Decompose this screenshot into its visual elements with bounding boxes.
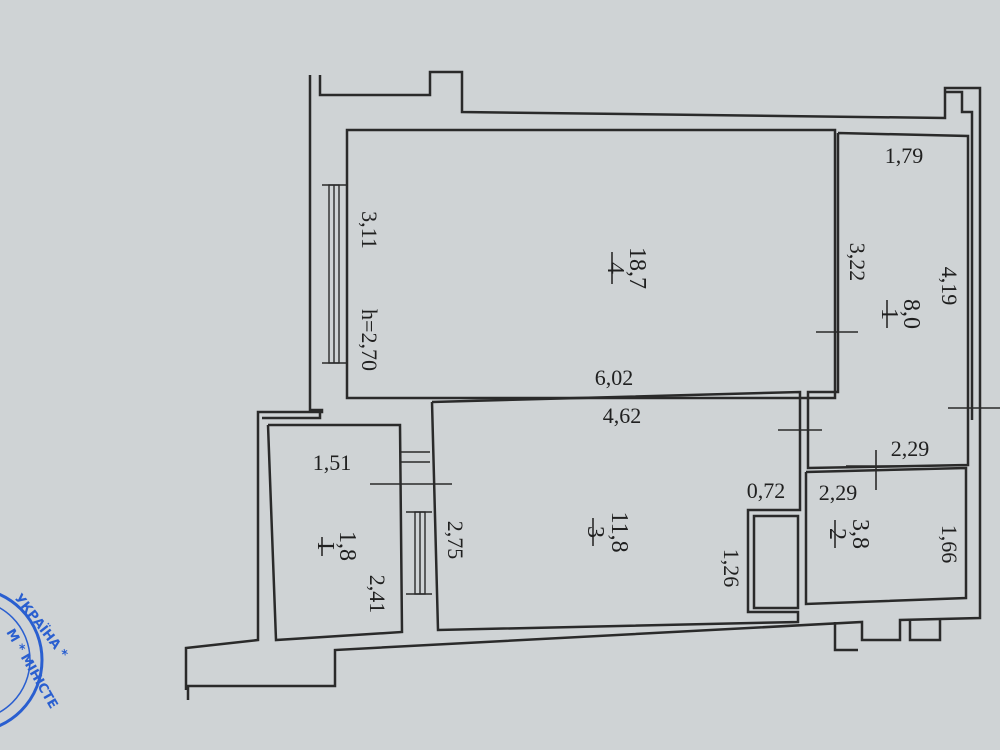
window-room-3	[406, 511, 432, 595]
room-3-left-dimension: 2,75	[443, 521, 468, 560]
room-I-right-dimension: 2,41	[365, 575, 390, 614]
room-1-long-dimension: 4,19	[937, 267, 962, 306]
room-1-outline	[806, 131, 970, 470]
room-3-small-dimension: 0,72	[747, 478, 786, 503]
corridor-wall	[262, 410, 322, 420]
room-4-right-dimension: 3,22	[845, 243, 870, 282]
room-labels: 4 18,7 1 8,0 3 11,8 2 3,8 I 1,8	[312, 247, 924, 561]
dimension-labels: 3,11 h=2,70 6,02 3,22 1,79 4,19 2,29 4,6…	[313, 143, 962, 613]
room-2-outline	[804, 466, 968, 606]
room-4-area: 18,7	[624, 247, 650, 289]
room-4-long-dimension: 6,02	[595, 365, 634, 390]
window-room-4	[322, 184, 346, 364]
room-1-area: 8,0	[898, 299, 924, 329]
room-I-top-dimension: 1,51	[313, 450, 352, 475]
room-I-outline	[266, 423, 404, 642]
room-1-top-dimension: 1,79	[885, 143, 924, 168]
door-marks	[370, 331, 1000, 490]
room-2-area: 3,8	[847, 519, 873, 549]
room-I-number: I	[312, 542, 338, 550]
room-4-top-dimension: 3,11	[357, 211, 382, 249]
room-4-number: 4	[602, 262, 628, 274]
outer-walls	[184, 70, 982, 700]
room-3-area: 11,8	[606, 511, 632, 552]
room-1-number: 1	[876, 308, 902, 320]
room-3-outline	[430, 390, 802, 632]
room-3-top-dimension: 4,62	[603, 403, 642, 428]
room-2-top-dimension: 2,29	[819, 480, 858, 505]
room-3-number: 3	[582, 526, 608, 538]
room-3-right-dimension: 1,26	[719, 549, 744, 588]
shaft-outline	[752, 514, 800, 610]
room-2-number: 2	[824, 528, 850, 540]
room-1-bottom-dimension: 2,29	[891, 436, 930, 461]
ceiling-height: h=2,70	[357, 309, 382, 371]
room-I-area: 1,8	[334, 531, 360, 561]
room-2-right-dimension: 1,66	[937, 525, 962, 564]
